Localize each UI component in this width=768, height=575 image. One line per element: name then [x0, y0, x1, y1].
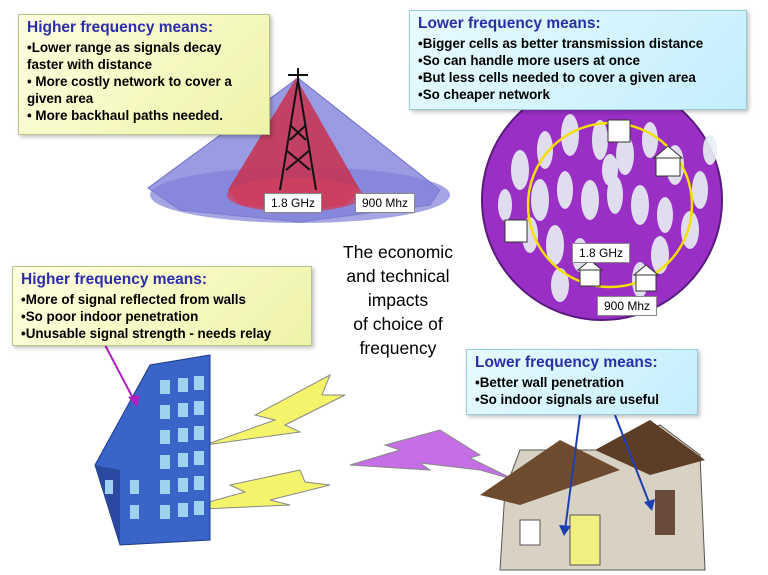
callout-list: •Lower range as signals decay faster wit… — [27, 39, 261, 124]
inner-coverage-cone — [228, 78, 360, 212]
crowd-background — [481, 79, 723, 321]
office-building-icon — [94, 354, 211, 546]
mid-left-callout: Higher frequency means: •More of signal … — [12, 266, 312, 346]
yellow-bolt-upper — [204, 373, 346, 446]
list-item: •Better wall penetration — [475, 375, 625, 390]
central-caption: The economic and technical impacts of ch… — [318, 240, 478, 360]
house-icons — [504, 119, 684, 292]
list-item: •But less cells needed to cover a given … — [418, 70, 696, 85]
list-item: •Lower range as signals decay faster wit… — [27, 40, 222, 72]
list-item: •So indoor signals are useful — [475, 392, 660, 407]
list-item: •So can handle more users at once — [418, 53, 640, 68]
callout-list: •Bigger cells as better transmission dis… — [418, 35, 738, 103]
callout-title: Lower frequency means: — [475, 354, 658, 371]
cell-coverage-circle — [481, 79, 723, 321]
callout-title: Higher frequency means: — [27, 19, 214, 36]
yellow-bolt-lower — [179, 469, 331, 511]
callout-list: •More of signal reflected from walls •So… — [21, 291, 303, 342]
purple-bolt — [349, 429, 516, 481]
top-left-callout: Higher frequency means: •Lower range as … — [18, 14, 270, 135]
tower-label-high: 1.8 GHz — [264, 193, 323, 213]
callout-title: Higher frequency means: — [21, 271, 208, 288]
caption-line: impacts — [367, 290, 429, 310]
list-item: •Unusable signal strength - needs relay — [21, 326, 272, 341]
list-item: • More costly network to cover a given a… — [27, 74, 232, 106]
lightning-bolts — [179, 373, 516, 511]
caption-line: The economic — [343, 242, 453, 262]
list-item: •So cheaper network — [418, 87, 550, 102]
caption-line: frequency — [359, 338, 437, 358]
callout-list: •Better wall penetration •So indoor sign… — [475, 374, 689, 408]
list-item: •More of signal reflected from walls — [21, 292, 246, 307]
bottom-right-callout: Lower frequency means: •Better wall pene… — [466, 349, 698, 415]
pointer-arrows — [104, 344, 655, 536]
list-item: •So poor indoor penetration — [21, 309, 199, 324]
house-icon — [480, 420, 706, 571]
tower-icon — [279, 68, 317, 191]
list-item: •Bigger cells as better transmission dis… — [418, 36, 704, 51]
cell-label-low: 900 Mhz — [597, 296, 658, 316]
top-right-callout: Lower frequency means: •Bigger cells as … — [409, 10, 747, 110]
tower-label-low: 900 Mhz — [355, 193, 416, 213]
cell-label-high: 1.8 GHz — [572, 243, 631, 263]
callout-title: Lower frequency means: — [418, 15, 601, 32]
caption-line: and technical — [346, 266, 450, 286]
list-item: • More backhaul paths needed. — [27, 108, 223, 123]
caption-line: of choice of — [353, 314, 443, 334]
